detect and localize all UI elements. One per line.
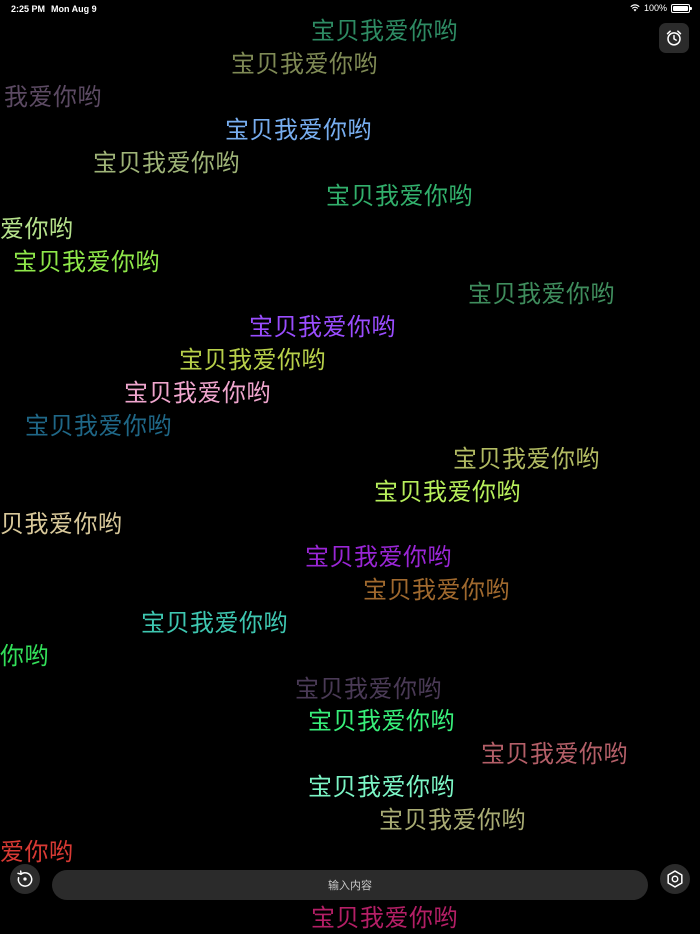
danmaku-text: 宝贝我爱你哟 [179, 346, 326, 374]
danmaku-text: 宝贝我爱你哟 [93, 149, 240, 177]
status-indicators: 100% [630, 3, 692, 13]
status-date: Mon Aug 9 [51, 4, 97, 14]
danmaku-text: 宝贝我爱你哟 [453, 445, 600, 473]
status-time: 2:25 PM [11, 4, 46, 14]
danmaku-text: 宝贝我爱你哟 [363, 576, 510, 604]
danmaku-text: 宝贝我爱你哟 [124, 379, 271, 407]
danmaku-text: 宝贝我爱你哟 [308, 707, 455, 735]
gear-icon [667, 870, 683, 888]
rotate-icon [17, 870, 33, 887]
danmaku-text: 宝贝我爱你哟 [311, 904, 458, 932]
status-bar: 2:25 PM Mon Aug 9 100% [0, 0, 700, 18]
wifi-icon [630, 4, 640, 12]
battery-fill [673, 5, 688, 11]
settings-button[interactable] [660, 864, 690, 894]
danmaku-text: 宝贝我爱你哟 [374, 478, 521, 506]
danmaku-text: 爱你哟 [0, 838, 74, 866]
danmaku-text: 宝贝我爱你哟 [326, 182, 473, 210]
danmaku-text: 宝贝我爱你哟 [308, 773, 455, 801]
danmaku-text: 宝贝我爱你哟 [311, 17, 458, 45]
danmaku-text-input[interactable] [52, 870, 648, 900]
danmaku-text: 爱你哟 [0, 215, 74, 243]
danmaku-text: 宝贝我爱你哟 [141, 609, 288, 637]
danmaku-text: 宝贝我爱你哟 [481, 740, 628, 768]
danmaku-text: 你哟 [0, 642, 49, 670]
alarm-button[interactable] [659, 23, 689, 53]
danmaku-text: 宝贝我爱你哟 [225, 116, 372, 144]
danmaku-text: 宝贝我爱你哟 [305, 543, 452, 571]
bottom-toolbar [0, 854, 700, 934]
danmaku-text: 宝贝我爱你哟 [379, 806, 526, 834]
danmaku-text: 宝贝我爱你哟 [249, 313, 396, 341]
danmaku-text: 宝贝我爱你哟 [25, 412, 172, 440]
refresh-button[interactable] [10, 864, 40, 894]
danmaku-text: 宝贝我爱你哟 [231, 50, 378, 78]
danmaku-text: 贝我爱你哟 [0, 510, 123, 538]
danmaku-text: 宝贝我爱你哟 [295, 675, 442, 703]
battery-icon [671, 3, 692, 13]
battery-percentage: 100% [643, 3, 667, 13]
danmaku-text: 宝贝我爱你哟 [13, 248, 160, 276]
danmaku-text: 宝贝我爱你哟 [468, 280, 615, 308]
alarm-clock-icon [666, 30, 682, 46]
danmaku-text: 我爱你哟 [4, 83, 102, 111]
